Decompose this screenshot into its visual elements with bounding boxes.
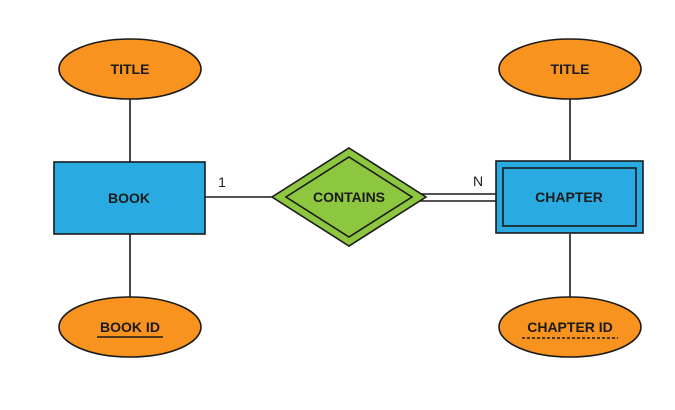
book-id-label: BOOK ID bbox=[100, 319, 160, 335]
chapter-id-attribute[interactable]: CHAPTER ID bbox=[498, 296, 642, 358]
book-title-ellipse bbox=[58, 38, 202, 100]
contains-label: CONTAINS bbox=[313, 189, 385, 205]
contains-outer-diamond bbox=[270, 147, 428, 247]
book-id-attribute[interactable]: BOOK ID bbox=[58, 296, 202, 358]
chapter-entity[interactable]: CHAPTER bbox=[495, 160, 644, 234]
book-entity-box bbox=[53, 161, 206, 235]
book-cardinality: 1 bbox=[218, 174, 226, 190]
connectors bbox=[129, 98, 571, 297]
book-id-ellipse bbox=[58, 296, 202, 358]
chapter-title-attribute[interactable]: TITLE bbox=[498, 38, 642, 100]
chapter-entity-label: CHAPTER bbox=[535, 189, 603, 205]
chapter-entity-inner-box bbox=[502, 167, 637, 227]
book-entity-label: BOOK bbox=[108, 190, 150, 206]
chapter-cardinality: N bbox=[473, 173, 483, 189]
contains-inner-diamond bbox=[284, 156, 414, 238]
book-title-label: TITLE bbox=[111, 61, 150, 77]
chapter-entity-outer-box bbox=[495, 160, 644, 234]
chapter-title-label: TITLE bbox=[551, 61, 590, 77]
chapter-id-label: CHAPTER ID bbox=[527, 319, 613, 335]
chapter-id-ellipse bbox=[498, 296, 642, 358]
book-title-attribute[interactable]: TITLE bbox=[58, 38, 202, 100]
book-entity[interactable]: BOOK bbox=[53, 161, 206, 235]
chapter-title-ellipse bbox=[498, 38, 642, 100]
contains-relationship[interactable]: CONTAINS bbox=[270, 147, 428, 247]
